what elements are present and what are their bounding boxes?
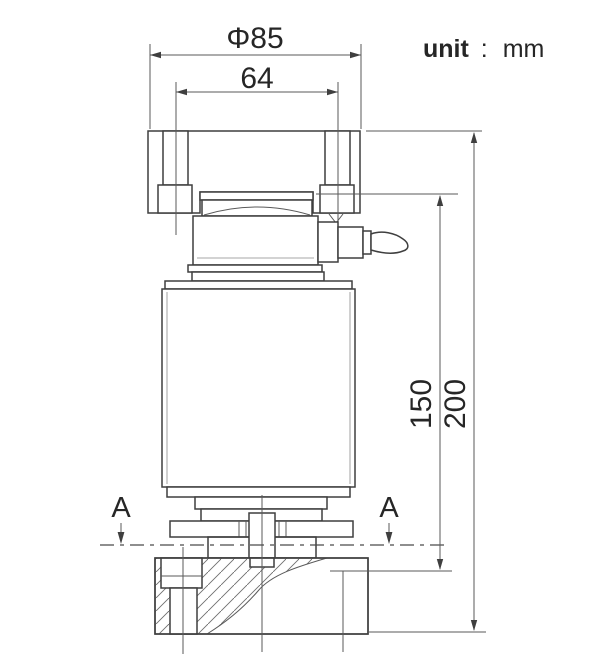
dim-label-bolt-spacing: 64 xyxy=(240,62,273,95)
dim-height-150: 150 xyxy=(316,193,458,572)
dim-height-200: 200 xyxy=(366,130,486,633)
mounting-bolt-left xyxy=(157,82,193,235)
svg-text:unit : mm: unit : mm xyxy=(423,35,544,63)
dim-flange-diameter: Φ85 xyxy=(149,22,362,129)
cable-gland-body xyxy=(317,221,339,263)
unit-value: mm xyxy=(503,35,545,63)
cable xyxy=(370,231,409,254)
upper-plate xyxy=(191,271,325,282)
unit-separator: : xyxy=(481,35,488,63)
load-button xyxy=(199,191,314,217)
lower-step-1 xyxy=(194,496,328,510)
load-button-plate xyxy=(199,191,314,201)
cable-gland-step xyxy=(362,230,372,255)
section-arrow-left xyxy=(117,532,125,544)
section-marker-a-right: A xyxy=(379,492,399,524)
upper-step xyxy=(187,264,323,273)
section-aa: A A xyxy=(100,492,447,546)
load-button-dome-arc xyxy=(203,206,311,216)
mounting-bolt-right xyxy=(319,82,355,235)
dim-label-height-200: 200 xyxy=(439,379,472,429)
cable-gland-nut xyxy=(337,226,364,259)
base-block xyxy=(154,495,369,654)
dim-bolt-spacing: 64 xyxy=(176,62,338,96)
top-mounting-plate xyxy=(147,82,361,235)
body-cylinder xyxy=(161,288,356,488)
cell-body xyxy=(161,264,356,488)
section-marker-a-left: A xyxy=(111,492,131,524)
base-counterbore xyxy=(160,557,203,589)
upper-wide-plate xyxy=(164,280,353,290)
dim-label-height-150: 150 xyxy=(405,379,438,429)
sensor-housing xyxy=(192,213,409,266)
lower-assembly xyxy=(166,486,354,559)
lower-wide-plate xyxy=(166,486,351,498)
load-button-cap xyxy=(201,199,313,217)
dim-label-flange-diameter: Φ85 xyxy=(226,22,283,55)
section-arrow-right xyxy=(385,532,393,544)
unit-label: unit xyxy=(423,35,469,63)
unit-note: unit : mm xyxy=(423,35,544,63)
break-curve xyxy=(206,557,328,635)
